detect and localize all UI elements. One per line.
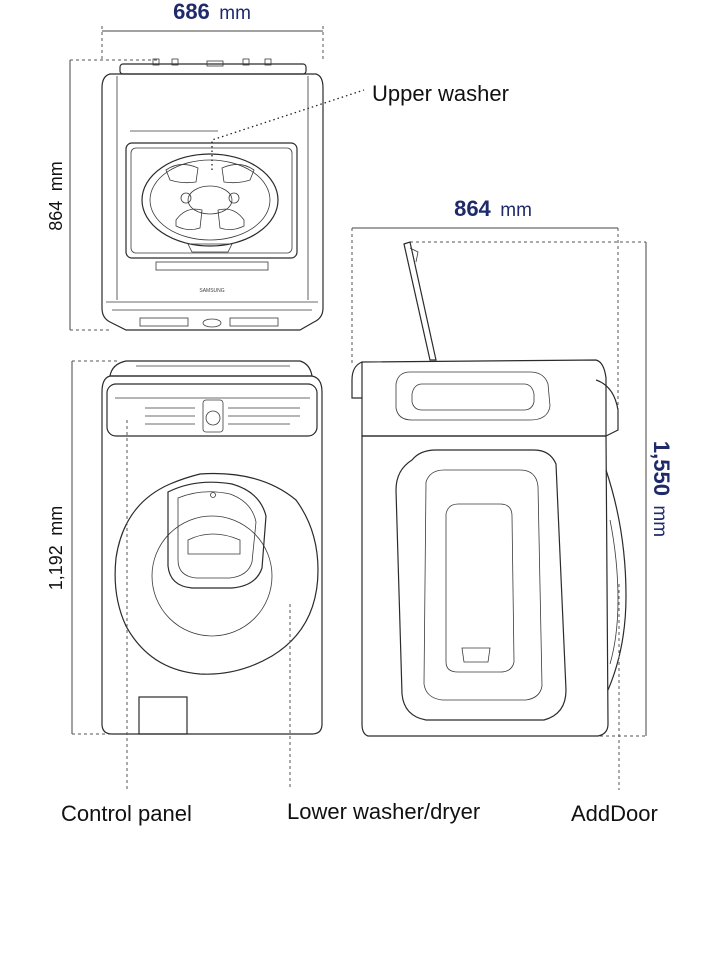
svg-text:864 mm: 864 mm: [46, 161, 66, 231]
upper-washer-label: Upper washer: [372, 81, 509, 106]
svg-text:1,550 mm: 1,550 mm: [649, 441, 674, 537]
side-height-value: 1,550: [649, 441, 674, 496]
add-door-side: [605, 469, 627, 691]
upper-washer-callout: Upper washer: [211, 81, 509, 170]
svg-text:1,192 mm: 1,192 mm: [46, 506, 66, 591]
side-lid-open: [403, 241, 437, 361]
add-door-label: AddDoor: [571, 801, 658, 826]
svg-text:864 mm: 864 mm: [454, 196, 532, 221]
bottom-callouts: Control panel Lower washer/dryer AddDoor: [61, 420, 658, 826]
control-panel-label: Control panel: [61, 801, 192, 826]
upper-brand-logo: SAMSUNG: [199, 288, 224, 294]
top-height-value: 864: [46, 201, 66, 231]
front-height-unit: mm: [46, 506, 66, 536]
side-height-unit: mm: [649, 505, 670, 537]
filter-panel: [138, 696, 188, 735]
control-panel: [106, 383, 318, 437]
top-height-dimension: 864 mm: [46, 59, 160, 331]
side-depth-dimension: 864 mm: [351, 196, 619, 412]
upper-washer-top-view: SAMSUNG: [101, 58, 324, 331]
top-height-unit: mm: [46, 161, 66, 191]
side-depth-value: 864: [454, 196, 491, 221]
front-height-dimension: 1,192 mm: [46, 360, 120, 735]
front-view: [101, 360, 323, 735]
top-width-dimension: 686 mm: [101, 0, 324, 62]
svg-text:686 mm: 686 mm: [173, 0, 251, 24]
upper-washer-leader: [211, 89, 365, 170]
add-door-front: [167, 481, 267, 589]
side-view: [351, 241, 627, 737]
top-width-value: 686: [173, 0, 210, 24]
front-height-value: 1,192: [46, 545, 66, 590]
lower-washer-label: Lower washer/dryer: [287, 799, 480, 824]
side-depth-unit: mm: [500, 200, 532, 221]
side-height-dimension: 1,550 mm: [410, 241, 674, 737]
top-width-unit: mm: [219, 3, 251, 24]
lower-door: [114, 472, 319, 675]
